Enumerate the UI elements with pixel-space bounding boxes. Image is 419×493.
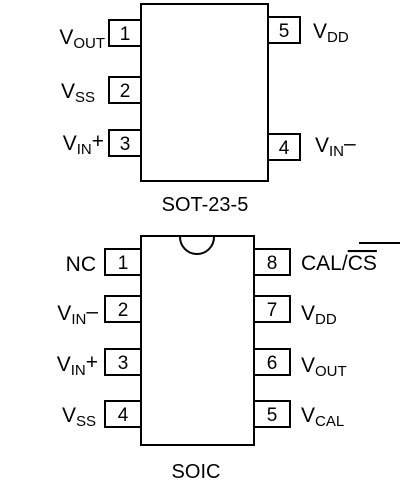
sot23-pin-1-label: VOUT bbox=[59, 26, 105, 52]
sot23-package: 1 VOUT 2 VSS 3 VIN+ 5 VDD 4 VIN– SOT-23-… bbox=[59, 3, 356, 216]
soic-pin-3-box bbox=[104, 348, 142, 376]
soic-pin-2-label: VIN– bbox=[57, 300, 98, 328]
soic-pin-3-number: 3 bbox=[118, 353, 129, 374]
sot23-pin-3-label: VIN+ bbox=[63, 130, 104, 158]
sot23-pin-3-number: 3 bbox=[120, 134, 131, 155]
soic-pin-4-number: 4 bbox=[118, 405, 129, 426]
sot23-pin-2-box bbox=[108, 76, 142, 104]
soic-pin-7-box bbox=[253, 295, 291, 323]
soic-body bbox=[140, 235, 255, 446]
soic-pin-1-number: 1 bbox=[118, 253, 129, 274]
sot23-pin-5-number: 5 bbox=[279, 21, 290, 42]
soic-pin-1-label: NC bbox=[66, 253, 96, 276]
soic-pin-7-number: 7 bbox=[267, 300, 278, 321]
soic-pin-8-number: 8 bbox=[267, 253, 278, 274]
sot23-pin-2-number: 2 bbox=[120, 81, 131, 102]
sot23-pin-4-label: VIN– bbox=[315, 132, 356, 160]
soic-pin-5-label: VCAL bbox=[301, 404, 344, 430]
sot23-pin-5-label: VDD bbox=[313, 20, 349, 46]
soic-pin-8-box bbox=[253, 248, 291, 276]
sot23-caption: SOT-23-5 bbox=[162, 194, 249, 216]
sot23-pin-1-number: 1 bbox=[120, 24, 131, 45]
soic-pin-8-label: CAL/CS bbox=[301, 252, 377, 275]
soic-pin-2-number: 2 bbox=[118, 300, 129, 321]
sot23-pin-4-number: 4 bbox=[279, 138, 290, 159]
soic-pin-6-box bbox=[253, 348, 291, 376]
sot23-body bbox=[140, 3, 269, 182]
soic-pin-4-box bbox=[104, 400, 142, 428]
soic-pin-1-box bbox=[104, 248, 142, 276]
sot23-pin-3-box bbox=[108, 129, 142, 157]
soic-pin-3-label: VIN+ bbox=[57, 351, 98, 379]
soic-pin-4-label: VSS bbox=[62, 404, 96, 430]
soic-pin-5-box bbox=[253, 400, 291, 428]
soic-pin-7-label: VDD bbox=[301, 302, 337, 328]
sot23-pin-4-box bbox=[267, 133, 301, 161]
soic-notch bbox=[179, 236, 215, 255]
soic-pin-2-box bbox=[104, 295, 142, 323]
soic-pin-6-number: 6 bbox=[267, 353, 278, 374]
sot23-pin-5-box bbox=[267, 16, 301, 44]
soic-pin-5-number: 5 bbox=[267, 405, 278, 426]
sot23-pin-2-label: VSS bbox=[61, 80, 95, 106]
sot23-pin-1-box bbox=[108, 19, 142, 47]
soic-package: 1 NC 2 VIN– 3 VIN+ 4 VSS 8 CAL/CS 7 VDD … bbox=[57, 235, 400, 483]
soic-pin-6-label: VOUT bbox=[301, 354, 347, 380]
soic-caption: SOIC bbox=[172, 461, 221, 483]
